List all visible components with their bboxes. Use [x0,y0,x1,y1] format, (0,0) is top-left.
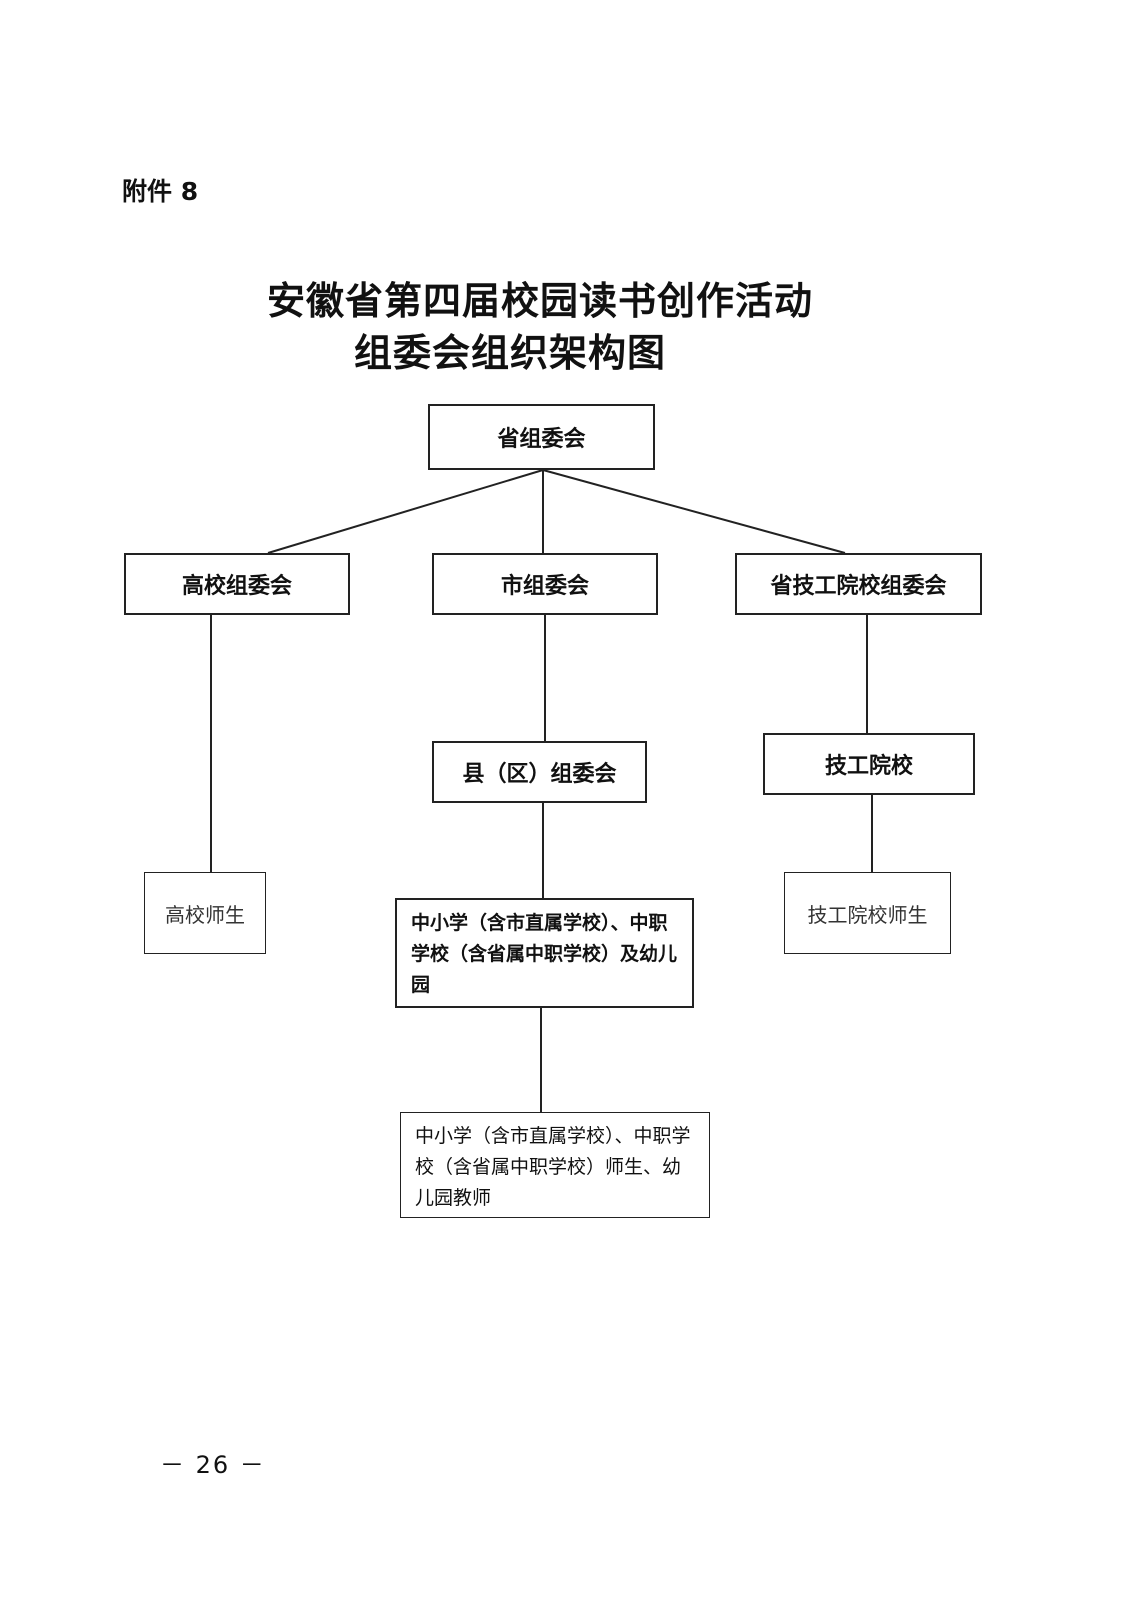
node-university-committee: 高校组委会 [124,553,350,615]
node-county-committee: 县（区）组委会 [432,741,647,803]
diagram-title-line2: 组委会组织架构图 [353,331,666,375]
node-technical-schools: 技工院校 [763,733,975,795]
node-university-members: 高校师生 [144,872,266,954]
node-school-members: 中小学（含市直属学校）、中职学校（含省属中职学校）师生、幼儿园教师 [400,1112,710,1218]
node-provincial-committee: 省组委会 [428,404,655,470]
annex-label: 附件 8 [122,177,199,206]
edge-provincial-technical [542,469,846,554]
node-technical-committee: 省技工院校组委会 [735,553,982,615]
diagram-title-line1: 安徽省第四届校园读书创作活动 [266,279,813,323]
edge-provincial-university [267,469,544,554]
node-technical-members: 技工院校师生 [784,872,951,954]
page-number: － 26 － [160,1451,266,1479]
node-city-committee: 市组委会 [432,553,658,615]
node-schools: 中小学（含市直属学校）、中职学校（含省属中职学校）及幼儿园 [395,898,694,1008]
